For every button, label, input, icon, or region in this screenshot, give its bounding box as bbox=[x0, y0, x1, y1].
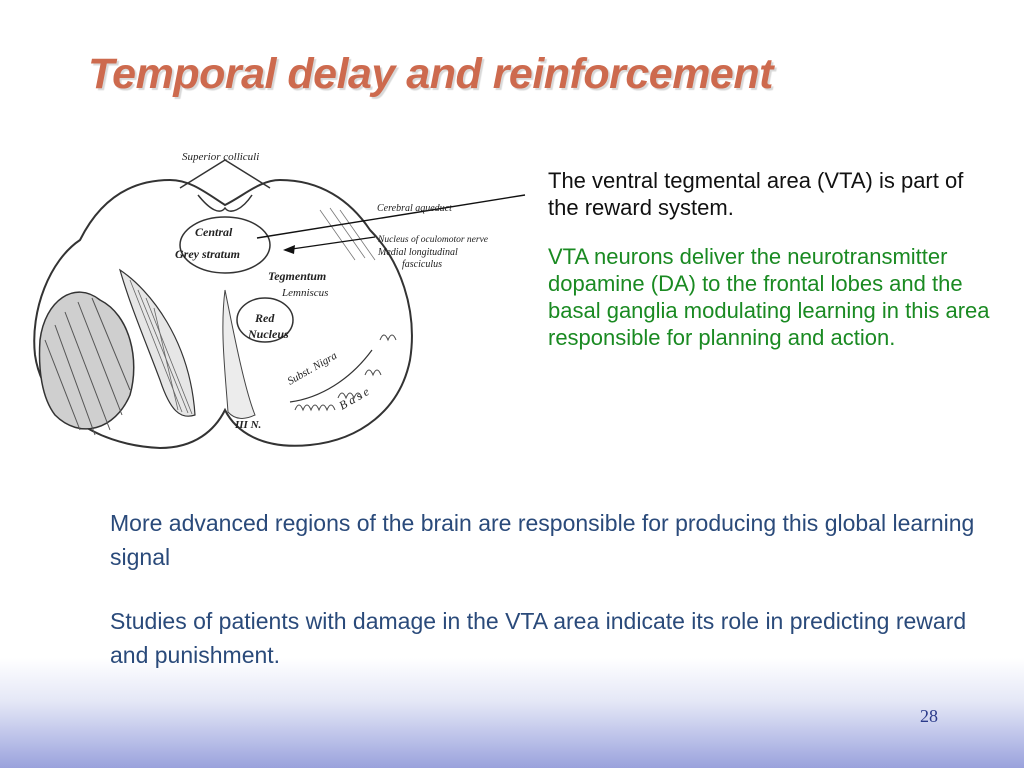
pointer-line-1 bbox=[256, 194, 526, 239]
label-superior-colliculi: Superior colliculi bbox=[182, 151, 259, 163]
left-textured-region bbox=[38, 291, 135, 430]
learning-signal-paragraph: More advanced regions of the brain are r… bbox=[110, 510, 975, 570]
footer-gradient-band bbox=[0, 658, 1024, 768]
label-grey-stratum: Grey stratum bbox=[175, 247, 240, 261]
midbrain-outline bbox=[33, 178, 413, 450]
substantia-nigra-line bbox=[289, 349, 373, 403]
right-striations bbox=[319, 207, 376, 261]
label-central: Central bbox=[195, 225, 233, 239]
label-iii-n: III N. bbox=[234, 419, 261, 431]
label-medial-longitudinal: Medial longitudinal bbox=[377, 247, 458, 258]
page-number: 28 bbox=[920, 706, 938, 726]
left-peduncle bbox=[118, 268, 196, 417]
label-subst-nigra: Subst. Nigra bbox=[286, 349, 340, 387]
label-cerebral-aqueduct: Cerebral aqueduct bbox=[377, 203, 452, 214]
label-base: Base bbox=[337, 383, 375, 413]
slide-title: Temporal delay and reinforcement bbox=[88, 50, 773, 98]
central-grey bbox=[179, 216, 271, 274]
vta-reward-paragraph: The ventral tegmental area (VTA) is part… bbox=[548, 168, 964, 220]
colliculi-notch bbox=[179, 159, 271, 189]
label-tegmentum: Tegmentum bbox=[268, 269, 326, 283]
vta-dopamine-paragraph: VTA neurons deliver the neurotransmitter… bbox=[548, 244, 990, 350]
aqueduct-outline bbox=[197, 194, 253, 212]
oculomotor-fibers bbox=[222, 289, 256, 419]
pointer-line-2 bbox=[284, 236, 376, 251]
vta-damage-paragraph: Studies of patients with damage in the V… bbox=[110, 608, 967, 668]
label-nucleus-oculomotor: Nucleus of oculomotor nerve bbox=[377, 234, 488, 245]
label-red: Red bbox=[254, 311, 275, 325]
left-hatching bbox=[44, 297, 131, 436]
red-nucleus bbox=[236, 297, 294, 343]
left-peduncle-fibers bbox=[129, 279, 193, 415]
label-lemniscus: Lemniscus bbox=[281, 287, 328, 299]
side-text-block: The ventral tegmental area (VTA) is part… bbox=[548, 167, 998, 373]
base-arcs bbox=[294, 334, 397, 412]
pointer-arrowhead bbox=[283, 245, 295, 254]
midbrain-diagram: Superior colliculi Cerebral aqueduct Nuc… bbox=[33, 151, 526, 450]
midbrain-cross-section-figure: Superior colliculi Cerebral aqueduct Nuc… bbox=[20, 140, 530, 460]
label-nucleus: Nucleus bbox=[247, 327, 289, 341]
label-fasciculus: fasciculus bbox=[402, 259, 442, 270]
bottom-text-block: More advanced regions of the brain are r… bbox=[110, 506, 980, 702]
